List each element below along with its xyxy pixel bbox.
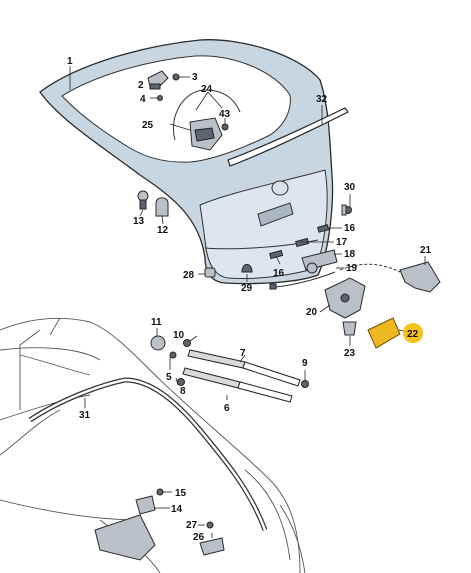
part-10 (183, 339, 191, 347)
label-part-11: 11 (151, 317, 162, 328)
label-part-5: 5 (166, 372, 172, 383)
label-part-43: 43 (219, 109, 231, 120)
label-part-21: 21 (420, 245, 432, 256)
label-part-24: 24 (201, 84, 213, 95)
part-5 (169, 351, 177, 359)
highlight-circle-22 (403, 323, 423, 343)
label-part-14: 14 (171, 504, 183, 515)
label-part-18: 18 (344, 249, 356, 260)
label-part-20: 20 (306, 307, 318, 318)
label-part-31: 31 (79, 410, 91, 421)
label-part-16-upper: 16 (344, 223, 356, 234)
parts-12-13 (137, 190, 169, 217)
label-part-32: 32 (316, 94, 328, 105)
part-8 (177, 378, 185, 386)
label-part-25: 25 (142, 120, 154, 131)
label-part-16-lower: 16 (273, 268, 285, 279)
parts-28-29 (204, 264, 253, 278)
cable-19 (273, 271, 336, 288)
label-part-9: 9 (302, 358, 308, 369)
label-part-2: 2 (138, 80, 144, 91)
striker-23 (342, 321, 357, 336)
part-15 (156, 488, 164, 496)
label-part-1: 1 (67, 56, 73, 67)
car-body-outline (0, 317, 306, 573)
label-part-3: 3 (192, 72, 198, 83)
label-part-27: 27 (186, 520, 198, 531)
tailgate-panel (39, 39, 334, 285)
label-part-22: 22 (407, 329, 419, 340)
gas-struts (182, 349, 301, 403)
label-part-13: 13 (133, 216, 145, 227)
label-part-8: 8 (180, 386, 186, 397)
label-part-29: 29 (241, 283, 253, 294)
cover-21 (399, 261, 441, 293)
label-part-17: 17 (336, 237, 348, 248)
label-part-19: 19 (346, 263, 358, 274)
label-part-7: 7 (240, 348, 246, 359)
part-11 (150, 335, 166, 351)
bolt-30 (341, 204, 352, 216)
leader-lines (69, 66, 426, 538)
part-number-labels: 1 2 3 4 24 25 43 32 30 16 17 18 19 16 21… (67, 56, 432, 543)
buffer-pads (269, 224, 330, 260)
part-9 (301, 380, 309, 388)
label-part-23: 23 (344, 348, 356, 359)
label-part-4: 4 (140, 94, 146, 105)
label-part-26: 26 (193, 532, 205, 543)
motor-22 (367, 317, 401, 349)
label-part-10: 10 (173, 330, 185, 341)
label-part-30: 30 (344, 182, 356, 193)
part-14 (135, 495, 156, 515)
label-part-6: 6 (224, 403, 230, 414)
label-part-12: 12 (157, 225, 169, 236)
label-part-28: 28 (183, 270, 195, 281)
part-26 (199, 537, 225, 556)
spoiler-trim-strip (227, 107, 349, 167)
lock-mechanism-group (173, 89, 241, 151)
part-27 (206, 521, 214, 529)
label-part-15: 15 (175, 488, 187, 499)
